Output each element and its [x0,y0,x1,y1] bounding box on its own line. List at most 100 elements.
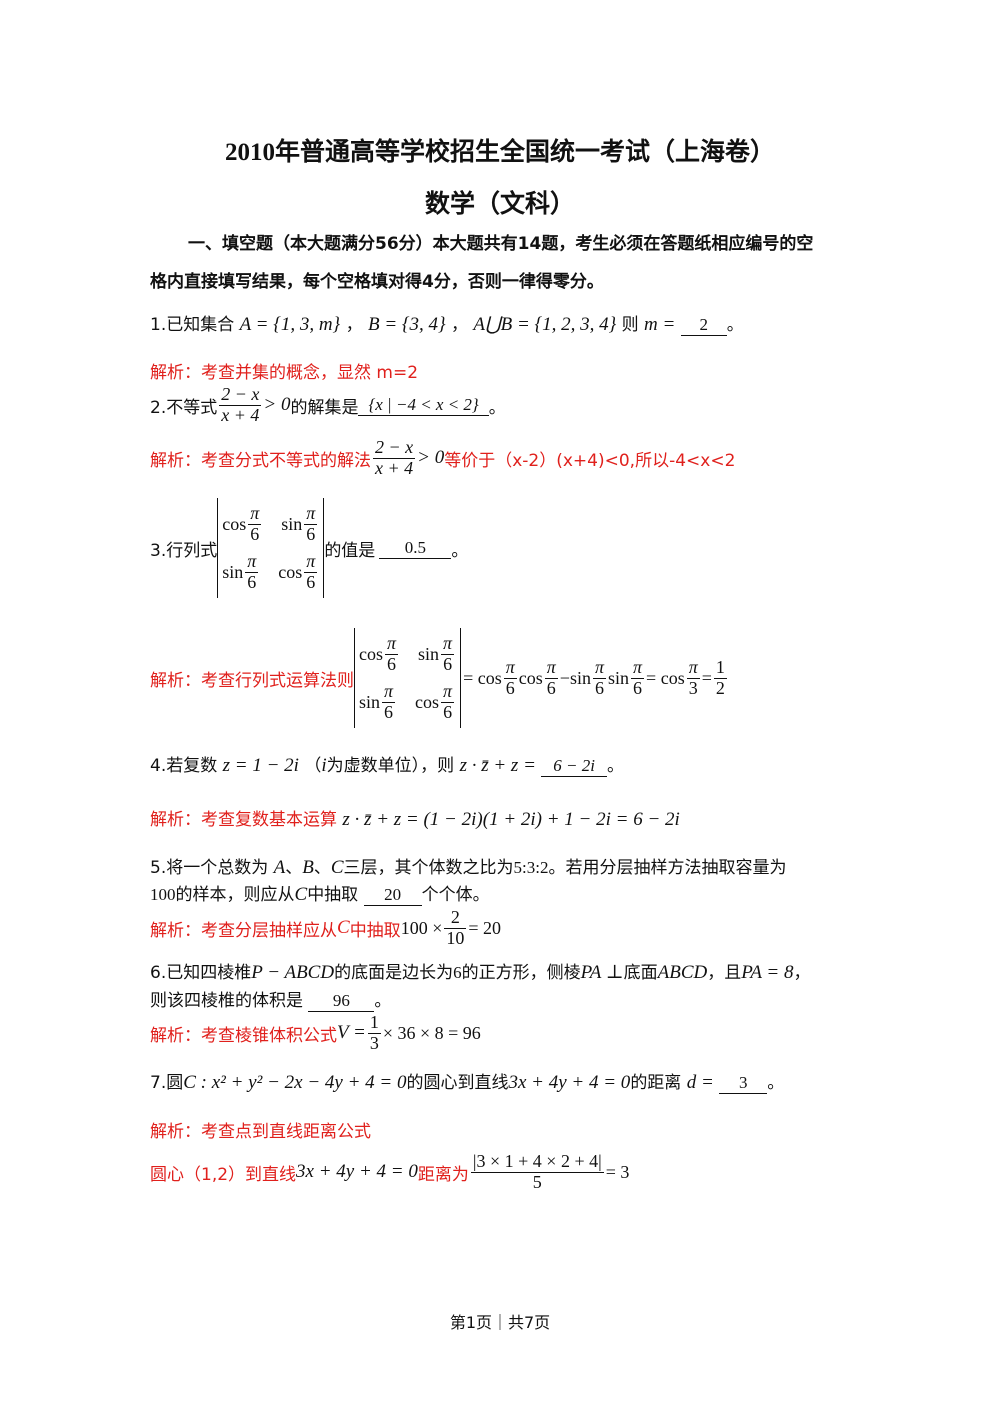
q2-mid: 的解集是 [290,397,359,418]
cos-label: cos [222,513,247,534]
q3-prefix: 3.行列式 [150,540,218,561]
q6-analysis-den: 3 [369,1032,379,1053]
question-1: 1.已知集合 A = {1, 3, m} ， B = {3, 4} ， A⋃B … [150,310,744,336]
six: 6 [384,701,394,722]
q7-end: 。 [767,1073,785,1093]
q7-analysis-result: = 3 [605,1161,630,1182]
q7-var: d = [686,1072,714,1093]
pi: π [382,680,396,703]
pi: π [686,656,700,679]
q7-analysis-mid: 距离为 [417,1164,469,1185]
q4-i: i [321,755,327,776]
q6-analysis-rest: × 36 × 8 = 96 [382,1022,481,1043]
q5-c: C [330,857,344,878]
cos-label: cos [359,643,383,664]
q7-mid2: 的距离 [630,1073,682,1093]
q2-gt: > 0 [263,394,291,416]
q6-analysis-v: V = [337,1022,366,1044]
page-title: 2010年普通高等学校招生全国统一考试（上海卷） [224,139,775,166]
q7-line: 3x + 4y + 4 = 0 [508,1072,631,1093]
pi: π [304,502,318,525]
q7-analysis-den: 5 [532,1171,542,1192]
q5-text: 5.将一个总数为 [150,858,269,878]
q5-analysis-expr-a: 100 × [400,917,443,938]
six: 6 [546,677,556,698]
section-instructions-line1: 一、填空题（本大题满分56分）本大题共有14题，考生必须在答题纸相应编号的空 [188,234,814,254]
q5-count: 100 [150,885,176,904]
page-subtitle: 数学（文科） [424,189,575,218]
q6-answer-blank: 96 [308,991,375,1012]
q5-analysis-prefix: 解析：考查分层抽样应从 [150,920,337,941]
pi: π [441,680,455,703]
q1-prefix: 1.已知集合 [150,315,235,335]
q6-pa: PA = 8 [741,962,794,983]
q1-union: A⋃B = {1, 2, 3, 4} [473,314,617,335]
q3-analysis-prefix: 解析：考查行列式运算法则 [150,670,354,691]
one: 1 [713,656,727,679]
pi: π [592,656,606,679]
q4-analysis-prefix: 解析：考查复数基本运算 [150,810,337,830]
cos-label: cos [477,667,502,688]
q4-paren: （ [304,756,322,776]
q6-text-e: ，且 [707,963,742,983]
q6-analysis-prefix: 解析：考查棱锥体积公式 [150,1025,337,1046]
six: 6 [443,653,453,674]
equals: = [463,667,474,688]
q5-analysis-c: C [337,917,350,939]
q5-analysis-expr-b: = 20 [468,917,501,938]
q6-six: 6 [453,963,462,982]
six: 6 [505,677,515,698]
question-5-line1: 5.将一个总数为 A、B、C三层，其个体数之比为5:3:2。若用分层抽样方法抽取… [150,853,787,879]
q6-text-d: 底面 [623,963,658,983]
q7-mid1: 的圆心到直线 [406,1073,509,1093]
q4-z: z = 1 − 2i [222,755,299,776]
q5-b: B [302,857,314,878]
q1-analysis: 解析：考查并集的概念，显然 m=2 [150,363,419,383]
q5-text-d: 的样本，则应从 [175,885,295,905]
q5-text-b: 三层，其个体数之比为 [343,858,514,878]
six: 6 [443,701,453,722]
q2-answer-blank: {x | −4 < x < 2} [358,395,489,416]
cos-label: cos [660,667,685,688]
q2-fraction: 2 − x x + 4 [219,384,262,426]
six: 6 [306,523,316,544]
q5-ratio: 5:3:2 [513,858,549,877]
q7-analysis-1: 解析：考查点到直线距离公式 [150,1122,371,1142]
q4-prefix: 4.若复数 [150,756,218,776]
q2-analysis: 解析：考查分式不等式的解法 2 − x x + 4 > 0 等价于（x-2）(x… [150,437,735,479]
q7-answer-blank: 3 [719,1073,768,1094]
q7-prefix: 7.圆 [150,1073,184,1093]
question-6-line2: 则该四棱椎的体积是 96。 [150,986,391,1012]
q5-a: A [273,857,286,878]
q1-set-b: B = {3, 4} [367,314,446,335]
q5-analysis-den: 10 [446,927,465,948]
q4-end: 。 [607,756,624,776]
q7-analysis-line: 3x + 4y + 4 = 0 [296,1161,418,1183]
q4-answer-blank: 6 − 2i [541,756,607,777]
q6-perp: PA ⊥ [580,962,624,983]
q5-analysis-num: 2 [444,907,467,929]
sin-label: sin [418,643,440,664]
pi: π [248,502,262,525]
equals: = [646,667,657,688]
equals: = [701,667,712,688]
q2-numerator: 2 − x [219,384,262,406]
page-footer: 第1页｜共7页 [449,1313,551,1332]
q7-analysis-2: 圆心（1,2）到直线 3x + 4y + 4 = 0 距离为 |3 × 1 + … [150,1151,630,1193]
